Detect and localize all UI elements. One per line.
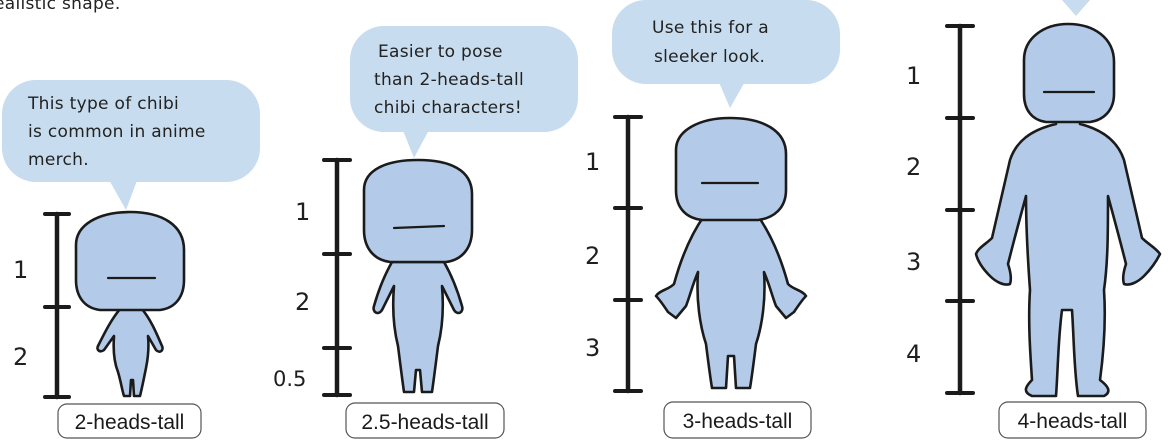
- scale-label: 1: [906, 62, 921, 90]
- height-scale-2-heads: 1 2: [13, 214, 69, 397]
- speech-bubble-2-5-heads: Easier to pose than 2-heads-tall chibi c…: [350, 26, 578, 158]
- scale-label: 3: [906, 248, 921, 276]
- height-scale-3-heads: 1 2 3: [585, 117, 641, 391]
- caption-label: 3-heads-tall: [683, 410, 793, 433]
- height-scale-2-5-heads: 1 2 0.5: [273, 160, 350, 395]
- scale-label: 1: [585, 148, 600, 176]
- scale-label: 2: [906, 153, 921, 181]
- speech-bubble-2-heads: This type of chibi is common in anime me…: [2, 80, 260, 210]
- chibi-figure-2-heads: [76, 212, 184, 396]
- caption-4-heads: 4-heads-tall: [999, 402, 1146, 438]
- scale-label: 3: [585, 334, 600, 362]
- scale-label: 1: [13, 256, 28, 284]
- scale-label: 2: [585, 242, 600, 270]
- caption-label: 2.5-heads-tall: [361, 411, 488, 434]
- figure-3-heads-group: Use this for a sleeker look. 1 2 3 3-hea…: [585, 0, 840, 438]
- scale-label: 2: [295, 288, 310, 316]
- bubble-line: chibi characters!: [374, 98, 522, 118]
- bubble-line: is common in anime: [28, 122, 206, 142]
- caption-2-heads: 2-heads-tall: [58, 404, 201, 438]
- scale-label: 1: [295, 198, 310, 226]
- chibi-figure-2-5-heads: [364, 160, 472, 392]
- figure-2-5-heads-group: Easier to pose than 2-heads-tall chibi c…: [273, 26, 578, 438]
- top-partial-text: ealistic shape.: [0, 0, 121, 14]
- speech-bubble-tail-4-heads: [1062, 0, 1090, 16]
- chibi-figure-3-heads: [656, 118, 806, 388]
- scale-label: 4: [906, 340, 921, 368]
- figure-2-heads-group: This type of chibi is common in anime me…: [2, 80, 260, 438]
- bubble-line: sleeker look.: [654, 47, 765, 67]
- chibi-figure-4-heads: [976, 24, 1160, 396]
- caption-label: 2-heads-tall: [75, 411, 185, 434]
- bubble-line: This type of chibi: [27, 94, 179, 114]
- bubble-line: Easier to pose: [378, 42, 503, 62]
- caption-3-heads: 3-heads-tall: [664, 402, 811, 438]
- caption-label: 4-heads-tall: [1018, 410, 1128, 433]
- figure-4-heads-group: 1 2 3 4 4-heads-tall: [906, 0, 1160, 438]
- bubble-line: merch.: [28, 150, 89, 170]
- scale-label: 2: [13, 343, 28, 371]
- scale-label: 0.5: [273, 367, 306, 391]
- caption-2-5-heads: 2.5-heads-tall: [346, 403, 504, 438]
- speech-bubble-3-heads: Use this for a sleeker look.: [612, 0, 840, 108]
- bubble-line: than 2-heads-tall: [374, 70, 524, 90]
- bubble-line: Use this for a: [652, 18, 769, 38]
- height-scale-4-heads: 1 2 3 4: [906, 26, 973, 393]
